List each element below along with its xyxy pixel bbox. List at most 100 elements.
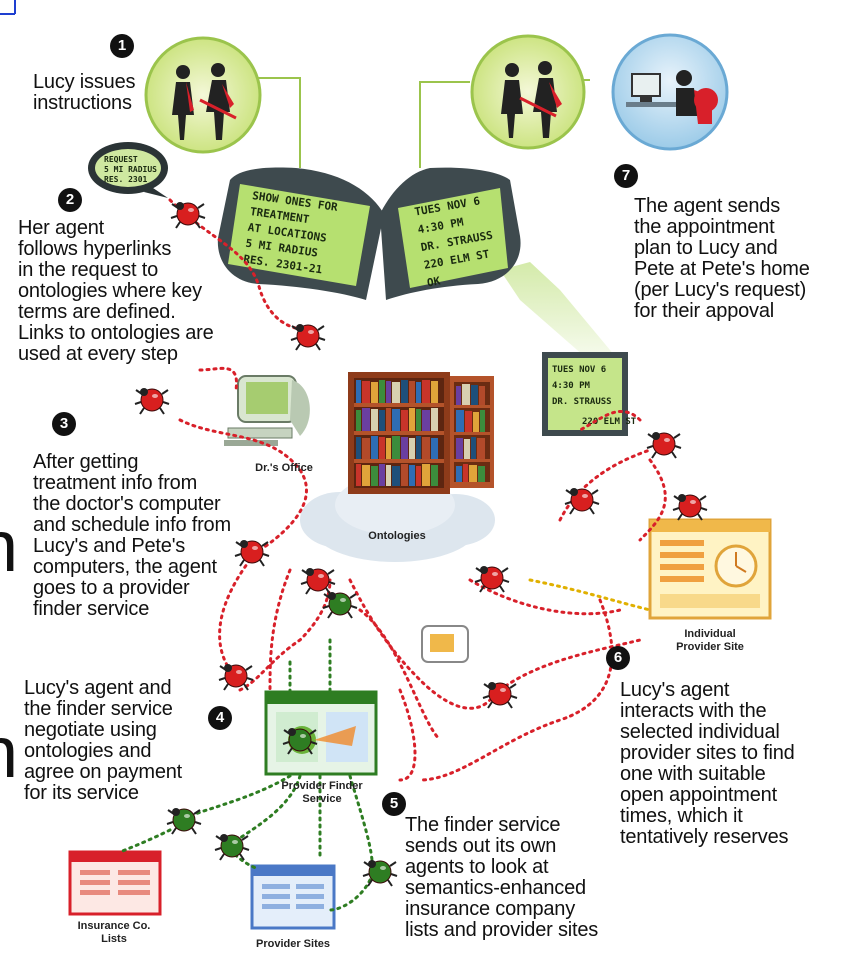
insurance-lists-window <box>68 850 162 916</box>
ontologies-label: Ontologies <box>368 530 426 542</box>
agent-leg <box>499 585 505 593</box>
book <box>477 438 485 459</box>
book <box>362 408 370 431</box>
agent-leg <box>197 203 205 209</box>
red-agent-icon <box>290 324 326 351</box>
agent-leg <box>673 433 681 439</box>
step-6-text: Lucy's agent interacts with the selected… <box>620 679 795 848</box>
agent-leg <box>171 827 177 835</box>
agent-leg <box>700 507 708 511</box>
agent-head <box>652 432 660 440</box>
book <box>356 437 361 459</box>
agent-leg <box>592 501 600 505</box>
book <box>362 381 370 403</box>
book <box>386 381 391 403</box>
lucy-and-pete-circle <box>144 36 262 154</box>
agent-leg <box>175 221 181 229</box>
left-handheld-device <box>217 167 384 300</box>
book <box>480 410 485 432</box>
agent-leg <box>243 683 249 691</box>
provider-finder-service-window <box>264 690 378 776</box>
agent-highlight <box>236 670 242 674</box>
bubble-line: 5 MI RADIUS <box>104 165 157 174</box>
book <box>392 382 400 403</box>
red-agent-icon <box>134 388 170 415</box>
agent-leg <box>242 847 250 851</box>
book <box>379 380 385 403</box>
agent-leg <box>674 445 682 449</box>
agent-leg <box>241 835 249 841</box>
agent-leg <box>194 821 202 825</box>
agent-leg <box>162 401 170 405</box>
agent-leg <box>487 701 493 709</box>
agent-highlight <box>184 814 190 818</box>
green-agent-icon <box>166 808 202 835</box>
agent-leg <box>239 853 245 861</box>
book <box>422 410 430 431</box>
book <box>463 464 468 482</box>
book <box>416 382 421 403</box>
agent-leg <box>510 695 518 699</box>
agent-highlight <box>188 208 194 212</box>
agent-leg <box>327 611 333 619</box>
doctors-office-label: Dr.'s Office <box>255 462 313 474</box>
book <box>431 438 438 459</box>
red-agent-icon <box>564 488 600 515</box>
screen-line: OK <box>426 274 442 289</box>
agent-leg <box>261 541 269 547</box>
book <box>431 381 438 403</box>
agent-leg <box>218 677 226 681</box>
agent-highlight <box>232 840 238 844</box>
individual-provider-site-window <box>648 518 772 620</box>
agent-leg <box>195 221 201 229</box>
red-agent-icon <box>672 494 708 521</box>
green-agent-icon <box>322 592 358 619</box>
provider-sites-label: Provider Sites <box>256 938 330 950</box>
beam <box>500 262 620 370</box>
step-marker: 3 <box>52 412 76 436</box>
agent-leg <box>328 581 336 585</box>
agent-leg <box>259 559 265 567</box>
step-3-text: After getting treatment info from the do… <box>33 451 231 620</box>
agent-leg <box>166 821 174 825</box>
agent-leg <box>287 747 293 755</box>
agent-leg <box>327 569 335 575</box>
agent-leg <box>589 507 595 515</box>
card-line: 220 ELM ST <box>582 417 637 427</box>
agent-leg <box>234 553 242 557</box>
agent-leg <box>509 683 517 689</box>
step-2-text: Her agent follows hyperlinks in the requ… <box>18 217 214 365</box>
bubble-line: REQUEST <box>104 155 138 164</box>
agent-leg <box>310 741 318 745</box>
agent-head <box>140 388 148 396</box>
pete-at-computer-circle <box>611 33 729 151</box>
red-agent-icon <box>300 568 336 595</box>
step-marker: 6 <box>606 646 630 670</box>
agent-leg <box>170 215 178 219</box>
agent-leg <box>193 809 201 815</box>
agent-leg <box>317 325 325 331</box>
individual-provider-label: Individual Provider Site <box>676 628 744 653</box>
book <box>469 465 477 482</box>
lucy-and-pete-home-circle <box>470 34 586 150</box>
agent-head <box>240 540 248 548</box>
book <box>479 386 485 405</box>
agent-leg <box>239 559 245 567</box>
step-marker: 7 <box>614 164 638 188</box>
agent-leg <box>501 567 509 573</box>
book <box>471 385 478 405</box>
red-agent-icon <box>218 664 254 691</box>
ontology-bookshelf <box>348 372 494 494</box>
agent-leg <box>307 747 313 755</box>
agent-highlight <box>340 598 346 602</box>
book <box>386 465 391 486</box>
card-line: DR. STRAUSS <box>552 397 612 407</box>
agent-highlight <box>690 500 696 504</box>
agent-leg <box>159 407 165 415</box>
book <box>356 410 361 431</box>
step-marker: 5 <box>382 792 406 816</box>
agent-leg <box>482 695 490 699</box>
agent-leg <box>318 337 326 341</box>
right-handheld-device <box>380 167 521 300</box>
